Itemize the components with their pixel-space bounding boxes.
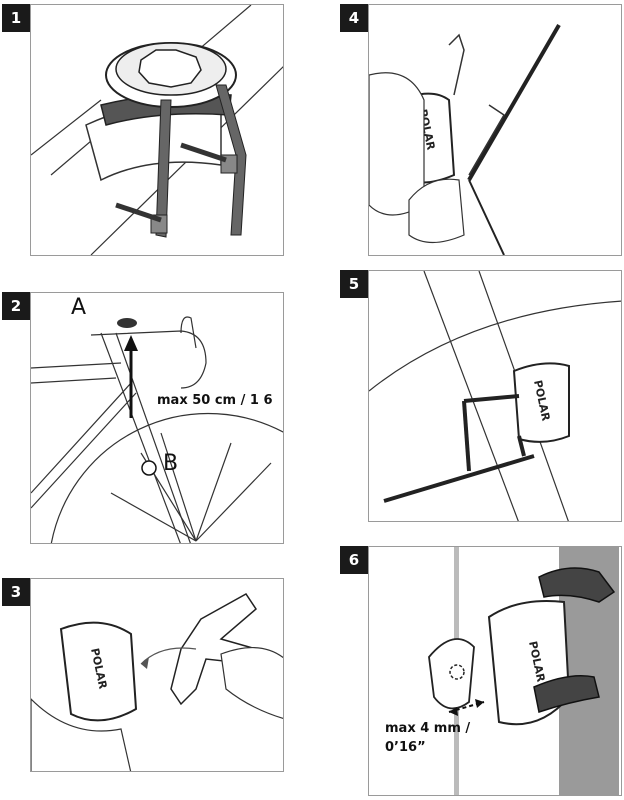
step-5-badge: 5 (340, 270, 368, 298)
step-2-number: 2 (10, 297, 22, 315)
step-4-illustration: POLAR (368, 4, 622, 256)
step-4-badge: 4 (340, 4, 368, 32)
step-3-illustration: POLAR (30, 578, 284, 772)
step-4-number: 4 (348, 9, 360, 27)
step-6-badge: 6 (340, 546, 368, 574)
step-6-number: 6 (348, 551, 360, 569)
step-2-badge: 2 (2, 292, 30, 320)
step-3-number: 3 (10, 583, 22, 601)
step-1-illustration (30, 4, 284, 256)
step-3-badge: 3 (2, 578, 30, 606)
step-5-illustration: POLAR (368, 270, 622, 522)
step-2-illustration: A B max 50 cm / 1 6 (30, 292, 284, 544)
distance-note: max 50 cm / 1 6 (157, 393, 273, 408)
step-6-illustration: POLAR max 4 mm / 0’16” (368, 546, 622, 796)
point-a-label: A (71, 295, 87, 320)
step-5-number: 5 (348, 275, 360, 293)
step-1-number: 1 (10, 9, 22, 27)
point-b-label: B (163, 451, 179, 476)
step-1-badge: 1 (2, 4, 30, 32)
gap-note-line1: max 4 mm / (385, 721, 471, 736)
gap-note-line2: 0’16” (385, 740, 426, 755)
